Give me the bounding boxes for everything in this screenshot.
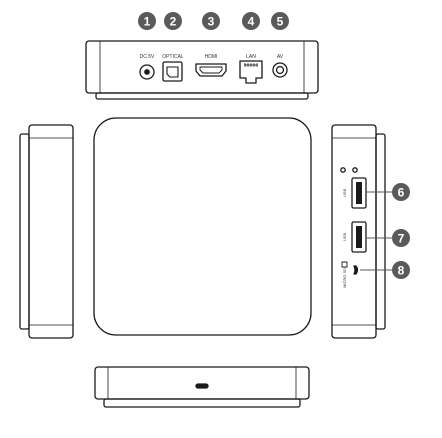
port-label-av: AV [277, 54, 284, 60]
callout-3: 3 [202, 12, 220, 30]
port-label-dc: DC 5V [140, 54, 155, 60]
usb-port-icon [351, 177, 367, 209]
dc-jack-icon [139, 64, 155, 80]
callouts: 1 2 3 4 5 6 7 8 [138, 12, 410, 279]
rear-port-labels: DC 5V OPTICAL HDMI LAN AV [140, 54, 284, 60]
side-port-label: MICRO SD [342, 268, 347, 288]
port-label-lan: LAN [246, 54, 256, 60]
callout-6: 6 [392, 183, 410, 201]
callout-1: 1 [138, 12, 156, 30]
micro-sd-slot-icon [341, 261, 359, 275]
rear-view [85, 40, 319, 100]
callout-number: 2 [170, 15, 177, 29]
lan-port-icon [239, 60, 263, 84]
av-jack-icon [272, 62, 288, 78]
hdmi-port-icon [195, 63, 227, 77]
indicator-led-icon [340, 167, 346, 173]
left-side-body [28, 124, 74, 339]
front-led-icon [195, 383, 209, 389]
callout-7: 7 [392, 229, 410, 247]
left-side-view [19, 124, 74, 339]
callout-number: 7 [398, 232, 405, 246]
right-side-view [331, 124, 386, 339]
front-view [94, 366, 310, 408]
callout-number: 3 [208, 15, 215, 29]
top-view [93, 117, 312, 336]
side-port-label: USB [342, 189, 347, 198]
callout-4: 4 [242, 12, 260, 30]
callout-number: 6 [398, 186, 405, 200]
port-label-hdmi: HDMI [205, 54, 218, 60]
callout-8: 8 [392, 261, 410, 279]
callout-2: 2 [164, 12, 182, 30]
callout-5: 5 [271, 12, 289, 30]
callout-number: 8 [398, 264, 405, 278]
front-body [94, 366, 310, 400]
optical-port-icon [162, 61, 183, 82]
port-label-optical: OPTICAL [162, 54, 184, 60]
indicator-led-icon [352, 167, 358, 173]
callout-number: 5 [277, 15, 284, 29]
right-side-body [331, 124, 377, 339]
usb-port-icon [351, 221, 367, 253]
top-body [93, 117, 312, 336]
side-port-labels: USB USB MICRO SD [342, 189, 347, 288]
side-port-label: USB [342, 233, 347, 242]
callout-number: 1 [144, 15, 151, 29]
callout-number: 4 [248, 15, 255, 29]
rear-panel-base [95, 92, 309, 100]
